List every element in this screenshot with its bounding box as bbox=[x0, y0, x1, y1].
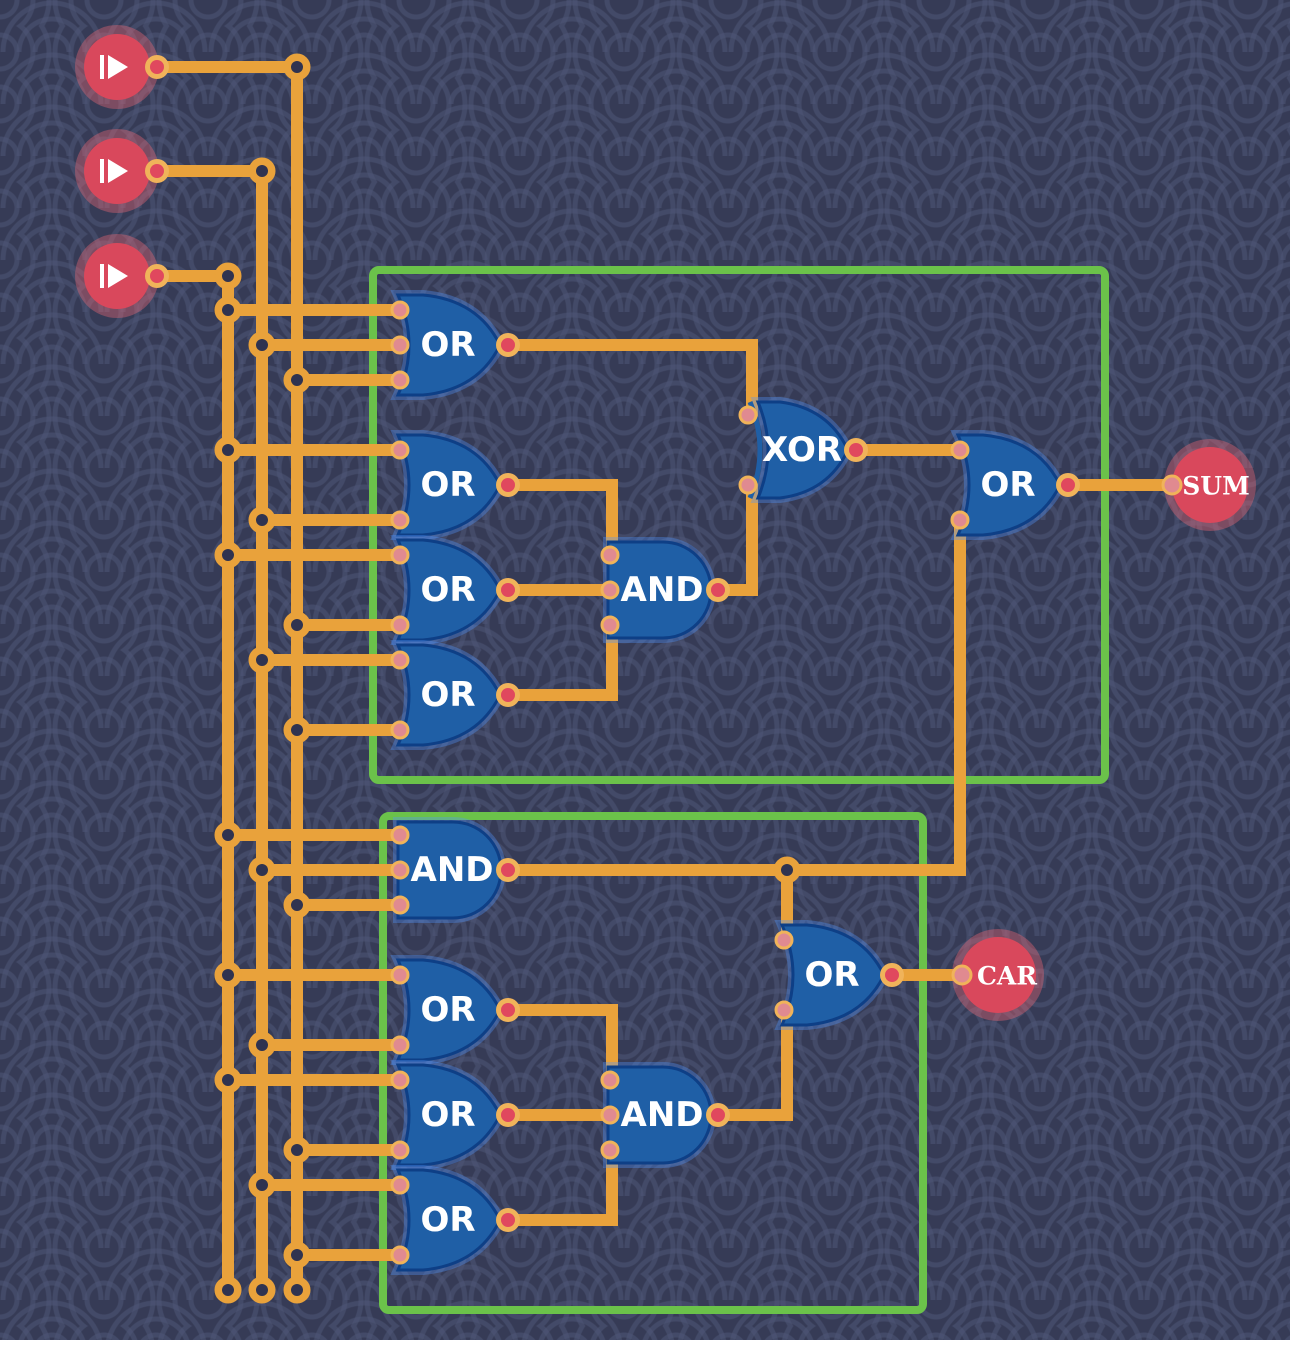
junction bbox=[283, 716, 311, 744]
gate-or[interactable]: OR bbox=[390, 960, 520, 1060]
gate-label: OR bbox=[420, 675, 475, 715]
gate-or[interactable]: OR bbox=[390, 1170, 520, 1270]
junction bbox=[283, 53, 311, 81]
output-node-car[interactable]: CAR bbox=[951, 929, 1044, 1021]
junction bbox=[248, 646, 276, 674]
gate-label: AND bbox=[621, 570, 704, 610]
circuit-canvas[interactable]: OR OR OR OR AND XOR OR bbox=[0, 0, 1290, 1340]
junction bbox=[283, 366, 311, 394]
input-node-a[interactable] bbox=[75, 25, 169, 109]
gate-or[interactable]: OR bbox=[390, 1065, 520, 1165]
gate-xor[interactable]: XOR bbox=[738, 402, 868, 498]
junction bbox=[214, 262, 242, 290]
junction bbox=[214, 1066, 242, 1094]
gate-label: OR bbox=[420, 325, 475, 365]
wire-junctions bbox=[214, 53, 801, 1304]
junction bbox=[214, 1276, 242, 1304]
junction bbox=[283, 1276, 311, 1304]
gate-label: OR bbox=[420, 1095, 475, 1135]
gate-and[interactable]: AND bbox=[390, 822, 520, 918]
gate-label: OR bbox=[980, 465, 1035, 505]
junction bbox=[214, 436, 242, 464]
gate-or[interactable]: OR bbox=[950, 435, 1080, 535]
gate-and[interactable]: AND bbox=[600, 542, 730, 638]
gate-label: OR bbox=[420, 1200, 475, 1240]
junction bbox=[283, 891, 311, 919]
junction bbox=[214, 961, 242, 989]
gate-label: XOR bbox=[762, 430, 842, 470]
gate-and[interactable]: AND bbox=[600, 1067, 730, 1163]
junction bbox=[283, 1241, 311, 1269]
junction bbox=[248, 157, 276, 185]
junction bbox=[283, 611, 311, 639]
gate-or[interactable]: OR bbox=[390, 435, 520, 535]
play-icon bbox=[100, 264, 104, 288]
junction bbox=[773, 856, 801, 884]
output-label-sum: SUM bbox=[1182, 472, 1250, 501]
gate-or[interactable]: OR bbox=[390, 540, 520, 640]
junction bbox=[248, 331, 276, 359]
input-node-b[interactable] bbox=[75, 129, 169, 213]
gate-label: AND bbox=[621, 1095, 704, 1135]
junction bbox=[214, 821, 242, 849]
play-icon bbox=[100, 55, 104, 79]
gate-label: AND bbox=[411, 850, 494, 890]
output-node-sum[interactable]: SUM bbox=[1161, 439, 1256, 531]
carry-group-box bbox=[379, 812, 927, 1314]
junction bbox=[248, 1171, 276, 1199]
gate-label: OR bbox=[420, 570, 475, 610]
gate-label: OR bbox=[420, 990, 475, 1030]
gate-or[interactable]: OR bbox=[774, 925, 904, 1025]
junction bbox=[248, 856, 276, 884]
output-label-car: CAR bbox=[977, 962, 1037, 991]
junction bbox=[214, 296, 242, 324]
junction bbox=[248, 1276, 276, 1304]
input-node-c[interactable] bbox=[75, 234, 169, 318]
circuit-board: OR OR OR OR AND XOR OR bbox=[0, 0, 1290, 1340]
gate-label: OR bbox=[804, 955, 859, 995]
junction bbox=[248, 506, 276, 534]
junction bbox=[283, 1136, 311, 1164]
play-icon bbox=[100, 159, 104, 183]
gate-or[interactable]: OR bbox=[390, 645, 520, 745]
junction bbox=[214, 541, 242, 569]
gate-label: OR bbox=[420, 465, 475, 505]
junction bbox=[248, 1031, 276, 1059]
gate-or[interactable]: OR bbox=[390, 295, 520, 395]
